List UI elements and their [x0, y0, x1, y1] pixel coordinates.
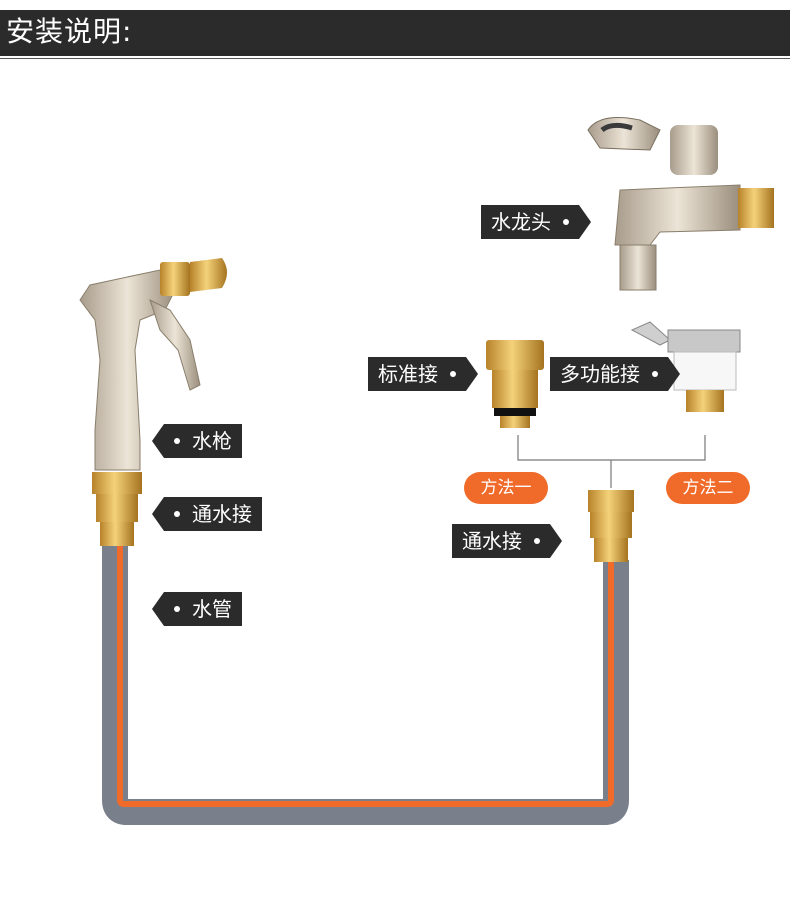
hose — [102, 545, 629, 825]
bullet-dot — [174, 606, 180, 612]
faucet-image — [587, 117, 774, 291]
page-title: 安装说明: — [6, 15, 133, 48]
standard-connector-label: 标准接 — [368, 357, 478, 391]
bullet-dot — [652, 371, 658, 377]
bullet-dot — [174, 438, 180, 444]
spray-gun-image — [79, 258, 227, 546]
multi-connector-image — [630, 321, 741, 412]
right-connector-image — [588, 490, 634, 562]
bullet-dot — [174, 511, 180, 517]
hose-label: 水管 — [152, 592, 242, 626]
gun-connector-label: 通水接 — [152, 497, 262, 531]
gun-label-text: 水枪 — [192, 429, 232, 453]
gun-label: 水枪 — [152, 424, 242, 458]
multi-connector-label-text: 多功能接 — [560, 362, 640, 386]
multi-connector-label: 多功能接 — [550, 357, 680, 391]
bullet-dot — [534, 538, 540, 544]
gun-connector-image — [92, 472, 142, 494]
right-connector-label: 通水接 — [452, 524, 562, 558]
gun-connector-label-text: 通水接 — [192, 502, 252, 526]
standard-connector-image — [486, 340, 544, 428]
bullet-dot — [563, 219, 569, 225]
method-two-badge: 方法二 — [666, 472, 750, 504]
method-one-badge: 方法一 — [464, 472, 548, 504]
header-divider — [0, 58, 790, 59]
method-connector-lines — [517, 435, 706, 488]
hose-label-text: 水管 — [192, 597, 232, 621]
standard-connector-label-text: 标准接 — [378, 362, 438, 386]
faucet-label-text: 水龙头 — [491, 210, 551, 234]
bullet-dot — [450, 371, 456, 377]
header-bar: 安装说明: — [0, 10, 790, 56]
right-connector-label-text: 通水接 — [462, 529, 522, 553]
faucet-label: 水龙头 — [481, 205, 591, 239]
